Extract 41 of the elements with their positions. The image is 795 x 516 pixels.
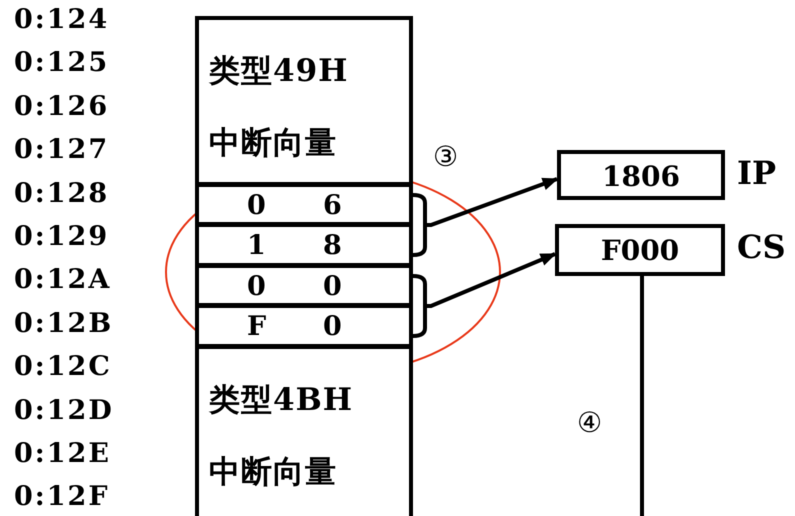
memory-section bbox=[195, 16, 413, 186]
memory-section bbox=[195, 345, 413, 516]
register-box bbox=[557, 150, 725, 200]
byte-digit: 0 bbox=[323, 311, 342, 342]
arrow bbox=[411, 252, 557, 338]
address-label: 0:127 bbox=[14, 134, 110, 166]
address-label: 0:12F bbox=[14, 481, 110, 512]
address-label: 0:129 bbox=[14, 221, 110, 252]
address-label: 0:128 bbox=[14, 178, 110, 209]
callout-number: ④ bbox=[577, 406, 602, 439]
address-label: 0:12E bbox=[14, 438, 111, 469]
address-label: 0:12A bbox=[14, 264, 112, 296]
byte-digit: 0 bbox=[247, 271, 266, 302]
address-label: 0:12D bbox=[14, 394, 114, 426]
address-label: 0:126 bbox=[14, 90, 110, 122]
address-label: 0:124 bbox=[14, 4, 110, 35]
byte-digit: 8 bbox=[323, 230, 342, 261]
register-name: CS bbox=[737, 228, 786, 266]
connector-line bbox=[640, 276, 644, 516]
register-box bbox=[555, 224, 725, 276]
type-label: 类型49H bbox=[209, 52, 348, 91]
vector-label: 中断向量 bbox=[209, 453, 337, 492]
vector-label: 中断向量 bbox=[209, 124, 337, 163]
arrow bbox=[411, 177, 559, 257]
register-value: F000 bbox=[600, 234, 680, 267]
memory-cell bbox=[195, 223, 413, 267]
address-label: 0:125 bbox=[14, 47, 110, 78]
address-label: 0:12B bbox=[14, 308, 114, 339]
byte-digit: 6 bbox=[323, 190, 342, 221]
memory-cell bbox=[195, 304, 413, 348]
byte-digit: 1 bbox=[247, 230, 266, 261]
callout-number: ③ bbox=[433, 140, 458, 173]
type-label: 类型4BH bbox=[209, 381, 354, 420]
byte-digit: 0 bbox=[247, 190, 266, 221]
register-value: 1806 bbox=[601, 160, 681, 193]
memory-cell bbox=[195, 183, 413, 226]
byte-digit: 0 bbox=[323, 271, 342, 302]
address-label: 0:12C bbox=[14, 351, 112, 382]
memory-cell bbox=[195, 264, 413, 307]
register-name: IP bbox=[737, 154, 776, 192]
byte-digit: F bbox=[247, 311, 266, 342]
